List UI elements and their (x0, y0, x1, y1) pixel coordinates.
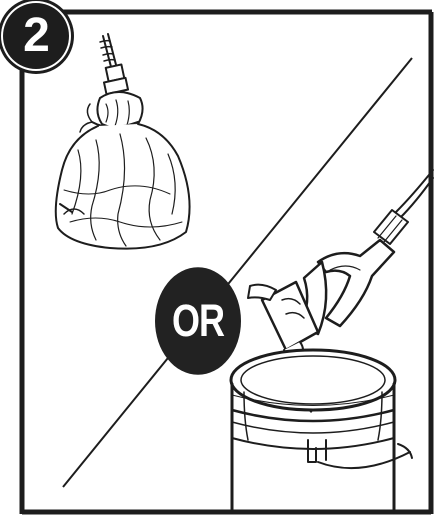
step-number: 2 (23, 12, 49, 60)
or-divider-badge: OR (155, 267, 241, 375)
or-label: OR (172, 299, 224, 344)
bag-over-hose-end-icon (56, 34, 190, 249)
spray-gun-into-bucket-icon (231, 170, 433, 512)
step-number-badge: 2 (1, 1, 71, 71)
